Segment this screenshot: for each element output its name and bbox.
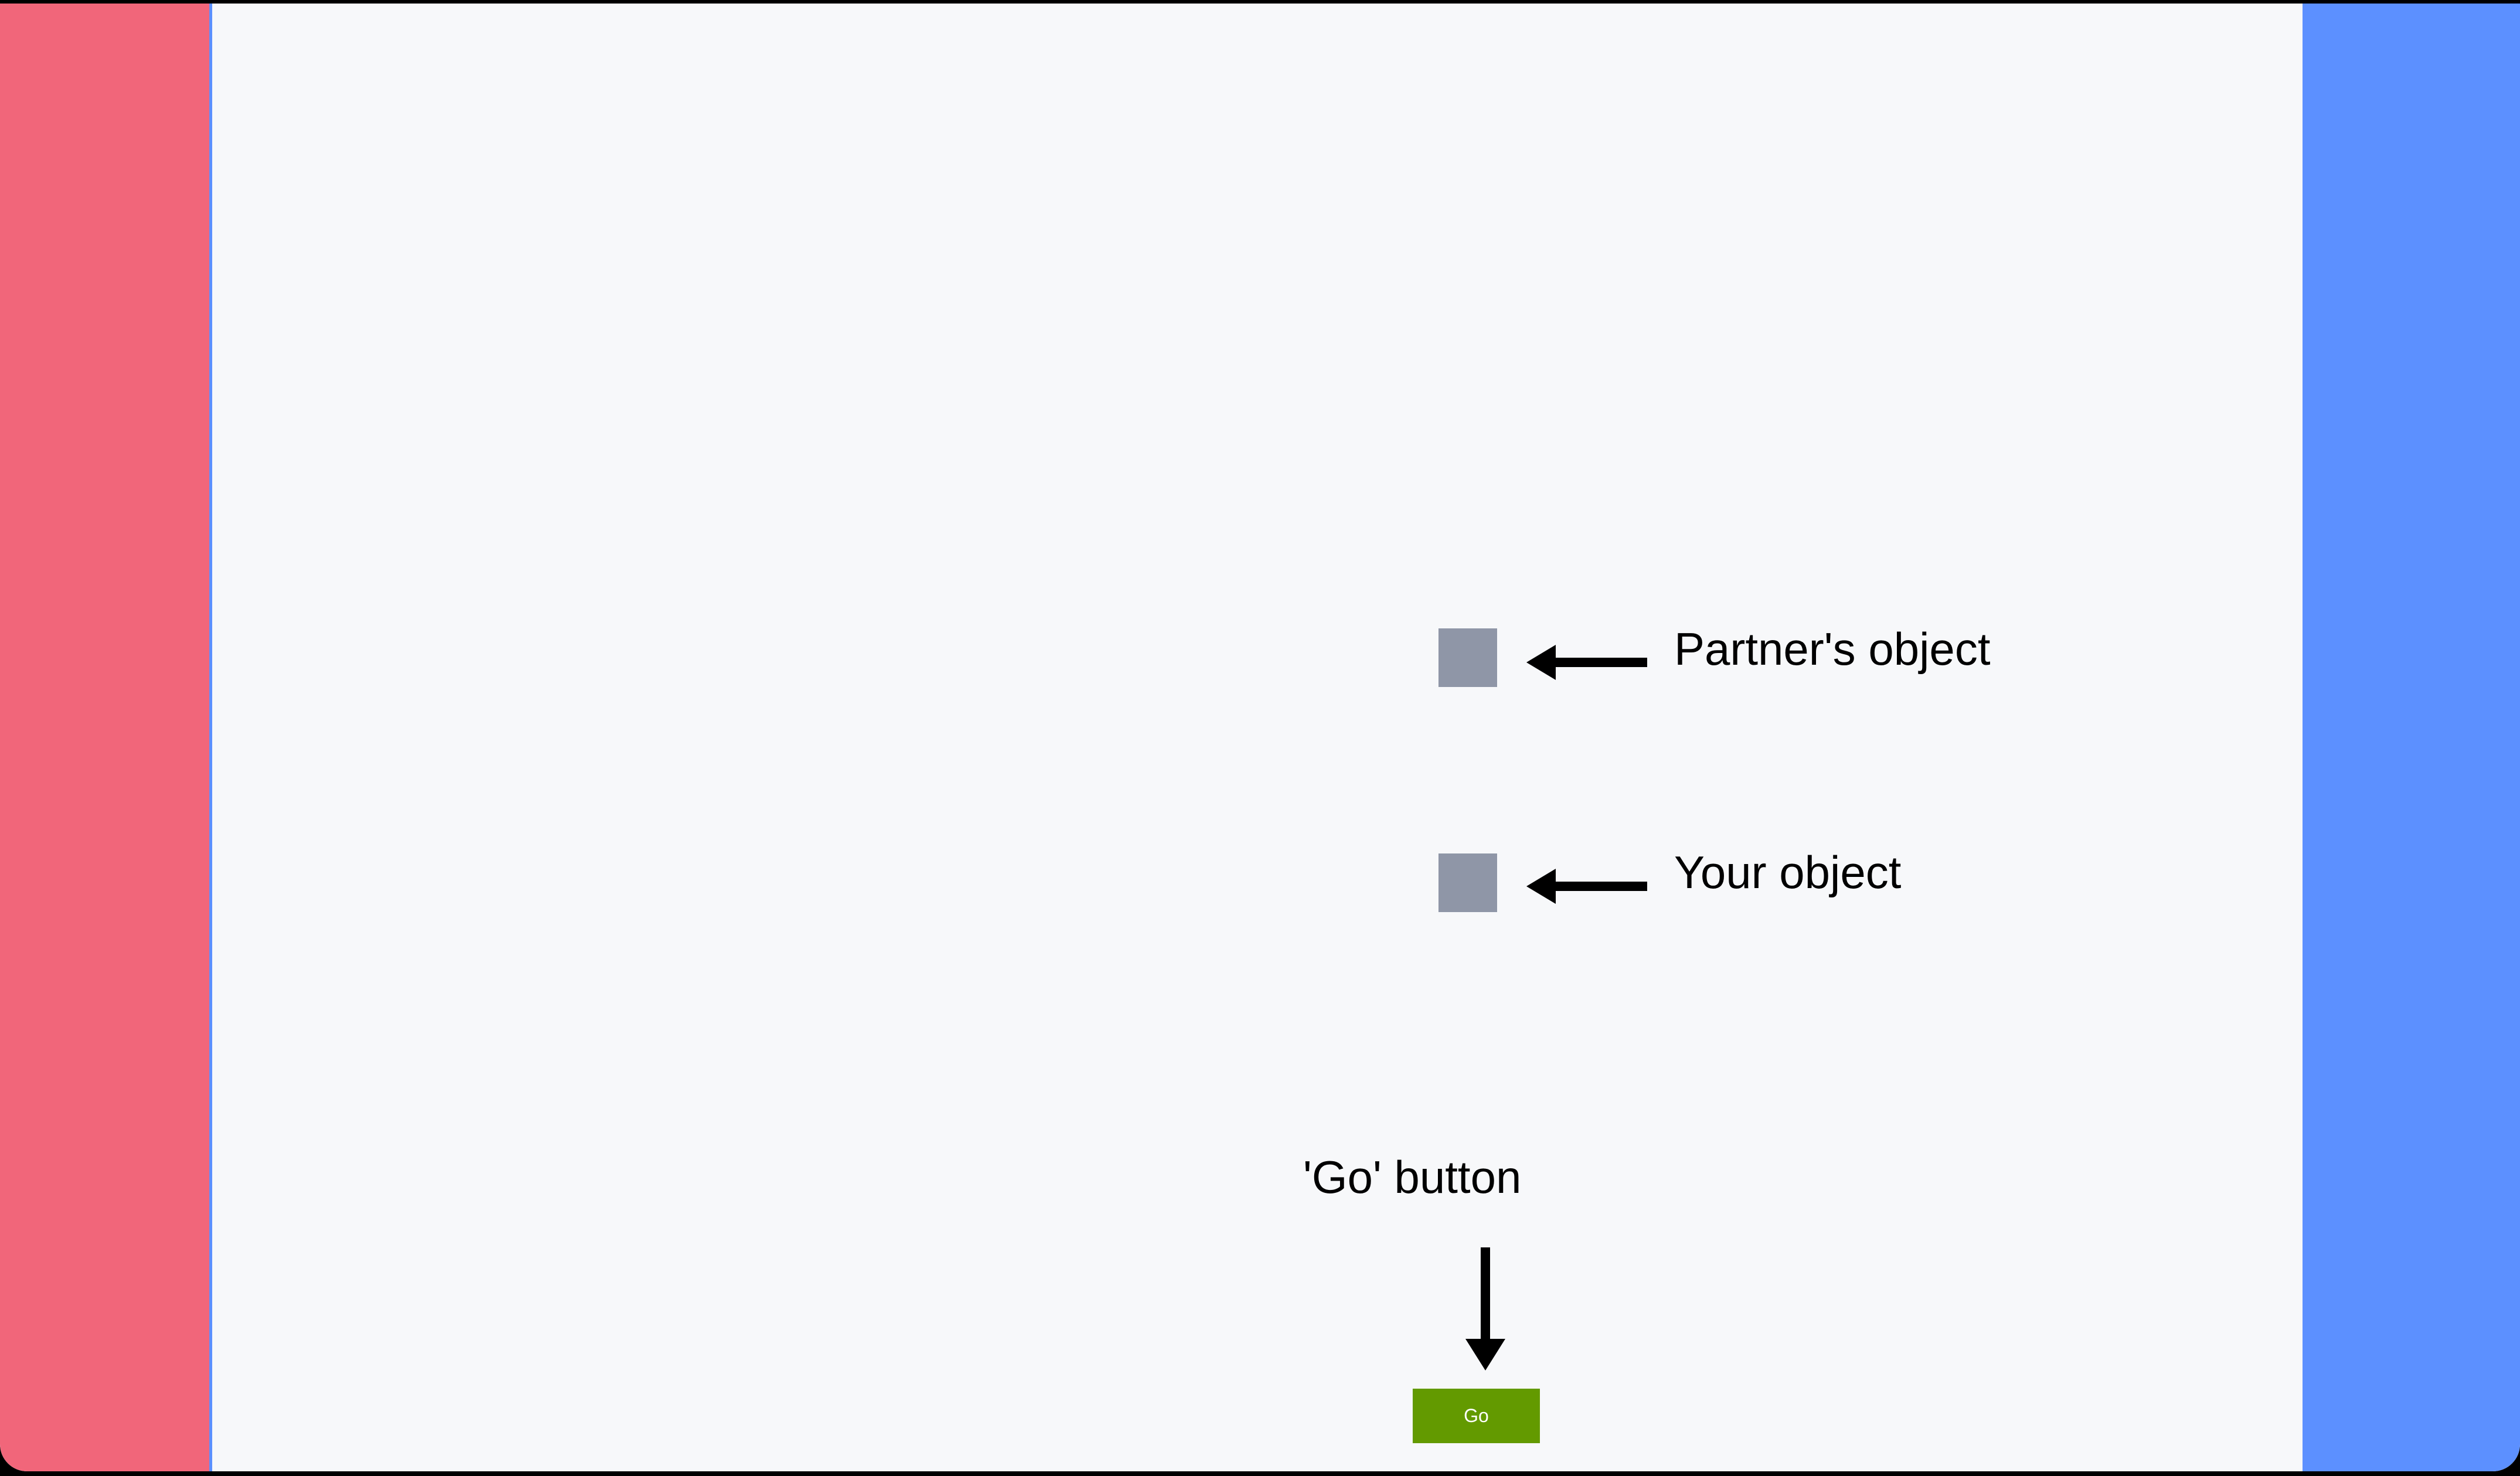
self-color-panel xyxy=(2303,4,2520,1471)
arrow-down-icon xyxy=(1458,1245,1512,1377)
self-object-swatch[interactable] xyxy=(1438,853,1497,912)
arrow-left-icon xyxy=(1519,865,1648,910)
go-button[interactable]: Go xyxy=(1413,1389,1540,1443)
partner-object-swatch[interactable] xyxy=(1438,628,1497,687)
partner-color-panel xyxy=(0,4,212,1471)
partner-object-label: Partner's object xyxy=(1674,623,1991,675)
go-button-callout-label: 'Go' button xyxy=(1303,1151,1522,1203)
self-object-label: Your object xyxy=(1674,846,1902,898)
experiment-frame: Partner's object Your object 'Go' button… xyxy=(0,4,2520,1471)
stage-area: Partner's object Your object 'Go' button… xyxy=(215,4,2303,1471)
arrow-left-icon xyxy=(1519,641,1648,686)
